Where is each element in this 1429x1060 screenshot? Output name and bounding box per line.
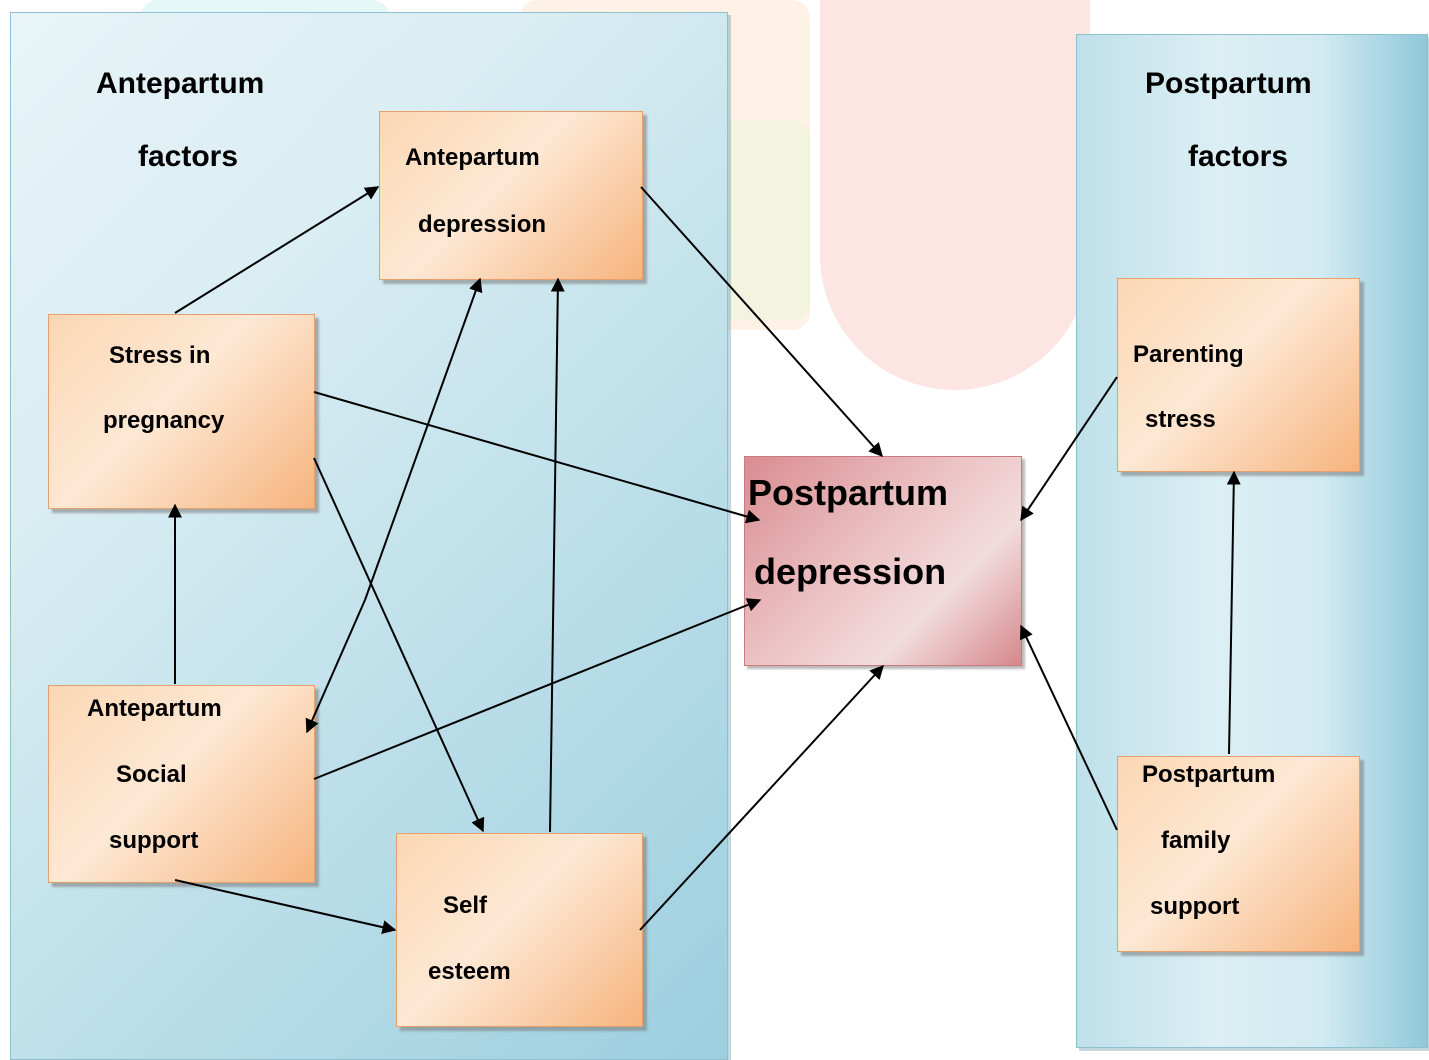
arrow-stress-in-pregnancy-to-postpartum-depression	[313, 391, 761, 524]
arrow-self-esteem-to-postpartum-depression	[639, 664, 884, 931]
node-label-line: stress	[1145, 406, 1216, 433]
node-postpartum-family-support: Postpartum family support	[1117, 756, 1360, 952]
postpartum-panel-title-line1: Postpartum	[1145, 67, 1312, 100]
node-label-line: Self	[443, 892, 488, 919]
arrow-antepartum-depression-to-antepartum-social-support	[305, 599, 366, 734]
arrow-postpartum-family-support-to-parenting-stress	[1226, 470, 1241, 755]
node-label-line: support	[109, 827, 199, 854]
node-label-line: Postpartum	[748, 472, 949, 513]
postpartum-panel-title-line2: factors	[1188, 140, 1289, 173]
node-label-line: Social	[116, 761, 187, 788]
arrow-antepartum-social-support-to-postpartum-depression	[313, 598, 762, 780]
node-label-line: Antepartum	[87, 695, 222, 722]
node-parenting-stress: Parenting stress	[1117, 278, 1360, 472]
arrow-postpartum-family-support-to-postpartum-depression	[1020, 624, 1118, 831]
antepartum-panel-title-line1: Antepartum	[96, 67, 265, 100]
node-label-line: Stress in	[109, 342, 211, 369]
node-postpartum-depression: Postpartum depression	[744, 456, 1022, 666]
arrow-antepartum-depression-to-postpartum-depression	[640, 186, 883, 458]
node-antepartum-depression: Antepartum depression	[379, 111, 643, 280]
arrow-parenting-stress-to-postpartum-depression	[1020, 376, 1118, 522]
node-antepartum-social-support: Antepartum Social support	[48, 685, 315, 883]
node-label-line: Parenting	[1133, 341, 1244, 368]
arrow-stress-in-pregnancy-to-self-esteem	[313, 457, 485, 833]
arrow-stress-in-pregnancy-to-antepartum-depression	[174, 186, 380, 314]
arrow-self-esteem-to-antepartum-depression	[549, 277, 565, 833]
node-label-line: pregnancy	[103, 407, 225, 434]
node-label-line: depression	[754, 551, 947, 592]
node-label-line: support	[1150, 893, 1240, 920]
node-label-line: family	[1161, 827, 1231, 854]
antepartum-panel-title-line2: factors	[138, 140, 239, 173]
node-label-line: esteem	[428, 958, 511, 985]
node-label-line: depression	[418, 211, 547, 238]
arrow-antepartum-social-support-to-antepartum-depression	[364, 277, 483, 601]
node-self-esteem: Self esteem	[396, 833, 643, 1027]
node-label-line: Antepartum	[405, 144, 540, 171]
arrow-antepartum-social-support-to-self-esteem	[174, 879, 397, 935]
node-label-line: Postpartum	[1142, 761, 1276, 788]
